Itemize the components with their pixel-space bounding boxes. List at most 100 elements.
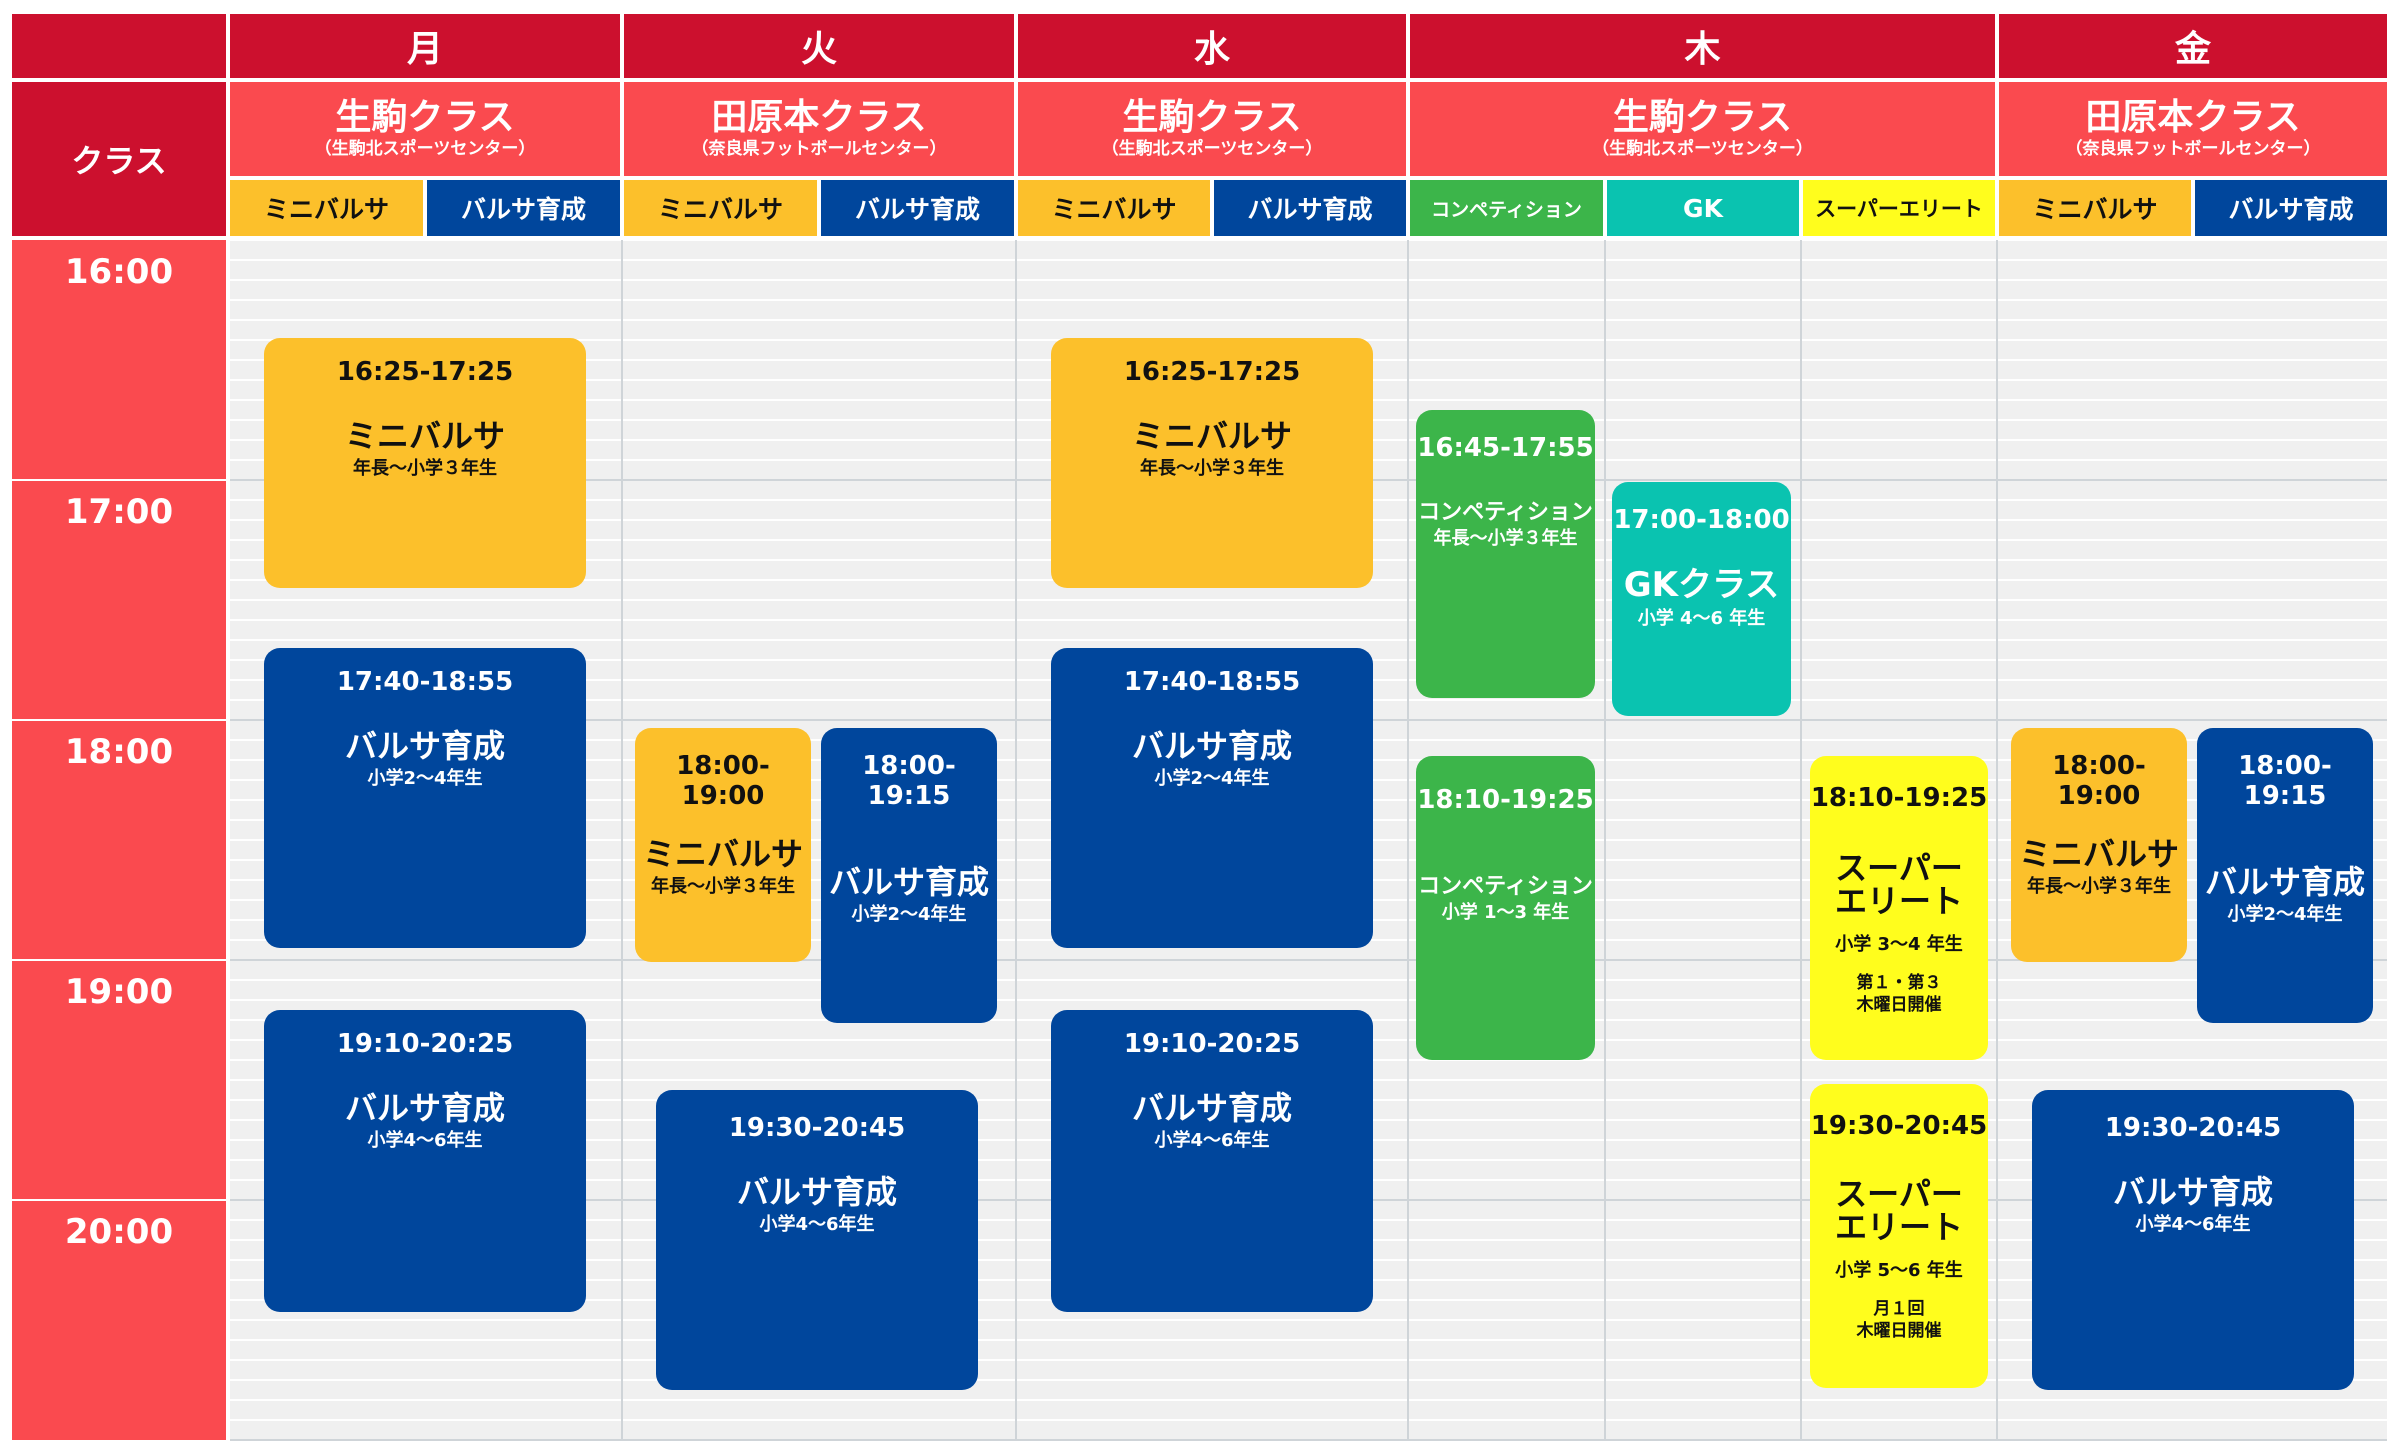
lesson-name: バルサ育成 <box>1131 1088 1292 1127</box>
class-venue: （奈良県フットボールセンター） <box>691 138 947 159</box>
lesson-time: 18:10-19:25 <box>1810 783 1988 813</box>
minor-gridline <box>230 259 2387 261</box>
minor-gridline <box>230 1359 2387 1361</box>
lesson-name: ミニバルサ <box>2018 834 2179 873</box>
class-header-tue: 田原本クラス （奈良県フットボールセンター） <box>624 82 1014 176</box>
lesson-name: バルサ育成 <box>344 726 505 765</box>
time-divider <box>12 959 226 961</box>
column-divider <box>1800 240 1802 1440</box>
lesson-block[interactable]: 18:00-19:00 ミニバルサ 年長〜小学３年生 <box>635 728 811 962</box>
time-divider <box>12 1199 226 1201</box>
lesson-name: ミニバルサ <box>642 834 803 873</box>
minor-gridline <box>230 1399 2387 1401</box>
lesson-grade: 小学2〜4年生 <box>2227 903 2343 925</box>
lesson-note-line1: 第１・第３ <box>1856 972 1942 993</box>
lesson-name: コンペティション <box>1418 499 1593 525</box>
subcol-tue-mini: ミニバルサ <box>624 180 817 236</box>
lesson-block[interactable]: 18:10-19:25 コンペティション 小学 1〜3 年生 <box>1416 756 1595 1060</box>
lesson-block[interactable]: 17:40-18:55 バルサ育成 小学2〜4年生 <box>1051 648 1373 948</box>
lesson-time: 18:10-19:25 <box>1417 785 1594 815</box>
lesson-time: 19:30-20:45 <box>2104 1113 2282 1143</box>
lesson-grade: 年長〜小学３年生 <box>1433 528 1578 550</box>
hour-gridline <box>230 959 2387 961</box>
lesson-block[interactable]: 16:25-17:25 ミニバルサ 年長〜小学３年生 <box>1051 338 1373 588</box>
lesson-time: 17:40-18:55 <box>336 667 514 697</box>
lesson-name-line2: エリート <box>1834 882 1963 921</box>
lesson-name: ミニバルサ <box>1131 416 1292 455</box>
lesson-block[interactable]: 18:00-19:15 バルサ育成 小学2〜4年生 <box>821 728 997 1023</box>
class-header-mon: 生駒クラス （生駒北スポーツセンター） <box>230 82 620 176</box>
lesson-block[interactable]: 16:45-17:55 コンペティション 年長〜小学３年生 <box>1416 410 1595 698</box>
lesson-block[interactable]: 19:30-20:45 バルサ育成 小学4〜6年生 <box>656 1090 978 1390</box>
lesson-name: バルサ育成 <box>1131 726 1292 765</box>
lesson-time: 19:10-20:25 <box>1123 1029 1301 1059</box>
lesson-block[interactable]: 19:10-20:25 バルサ育成 小学4〜6年生 <box>1051 1010 1373 1312</box>
minor-gridline <box>230 599 2387 601</box>
subcol-mon-ikusei: バルサ育成 <box>427 180 620 236</box>
day-header-tue: 火 <box>624 14 1014 78</box>
lesson-grade: 小学2〜4年生 <box>1154 767 1270 789</box>
lesson-grade: 小学4〜6年生 <box>367 1129 483 1151</box>
subcol-thu-gk: GK <box>1607 180 1799 236</box>
lesson-name-line1: スーパー <box>1835 848 1963 887</box>
time-label-1600: 16:00 <box>64 252 174 292</box>
lesson-block[interactable]: 17:40-18:55 バルサ育成 小学2〜4年生 <box>264 648 586 948</box>
minor-gridline <box>230 319 2387 321</box>
lesson-block[interactable]: 18:10-19:25 スーパー エリート 小学 3〜4 年生 第１・第３ 木曜… <box>1810 756 1988 1060</box>
class-venue: （生駒北スポーツセンター） <box>1592 138 1813 159</box>
lesson-block[interactable]: 19:10-20:25 バルサ育成 小学4〜6年生 <box>264 1010 586 1312</box>
lesson-grade: 小学 5〜6 年生 <box>1835 1260 1963 1282</box>
lesson-grade: 小学4〜6年生 <box>2135 1213 2251 1235</box>
lesson-note-line2: 木曜日開催 <box>1856 1320 1942 1341</box>
day-header-thu: 木 <box>1410 14 1995 78</box>
class-venue: （生駒北スポーツセンター） <box>314 138 536 159</box>
lesson-block[interactable]: 19:30-20:45 スーパー エリート 小学 5〜6 年生 月１回 木曜日開… <box>1810 1084 1988 1388</box>
lesson-name-line1: スーパー <box>1835 1174 1963 1213</box>
lesson-name: バルサ育成 <box>344 1088 505 1127</box>
class-name: 田原本クラス <box>711 97 927 139</box>
time-column <box>12 240 226 1440</box>
lesson-grade: 年長〜小学３年生 <box>2027 875 2171 897</box>
subcol-fri-ikusei: バルサ育成 <box>2195 180 2387 236</box>
lesson-block[interactable]: 18:00-19:00 ミニバルサ 年長〜小学３年生 <box>2011 728 2187 962</box>
time-label-1700: 17:00 <box>64 492 174 532</box>
lesson-time: 16:45-17:55 <box>1417 433 1594 463</box>
hour-gridline <box>230 1439 2387 1441</box>
lesson-block[interactable]: 19:30-20:45 バルサ育成 小学4〜6年生 <box>2032 1090 2354 1390</box>
lesson-name: ミニバルサ <box>344 416 505 455</box>
lesson-grade: 小学2〜4年生 <box>851 903 967 925</box>
minor-gridline <box>230 1339 2387 1341</box>
lesson-grade: 小学 3〜4 年生 <box>1835 934 1963 956</box>
subcol-wed-ikusei: バルサ育成 <box>1214 180 1406 236</box>
time-label-2000: 20:00 <box>64 1212 174 1252</box>
column-divider <box>1015 240 1017 1440</box>
lesson-time: 17:00-18:00 <box>1613 505 1790 535</box>
lesson-time: 19:30-20:45 <box>728 1113 906 1143</box>
lesson-grade: 小学4〜6年生 <box>1154 1129 1270 1151</box>
lesson-time: 17:40-18:55 <box>1123 667 1301 697</box>
lesson-name: バルサ育成 <box>2204 862 2365 901</box>
subcol-wed-mini: ミニバルサ <box>1018 180 1210 236</box>
minor-gridline <box>230 1319 2387 1321</box>
class-name: 田原本クラス <box>2085 97 2301 139</box>
day-header-wed: 水 <box>1018 14 1406 78</box>
lesson-time: 18:00-19:15 <box>2238 751 2332 811</box>
subcol-mon-mini: ミニバルサ <box>230 180 423 236</box>
lesson-time: 18:00-19:15 <box>862 751 956 811</box>
lesson-block[interactable]: 18:00-19:15 バルサ育成 小学2〜4年生 <box>2197 728 2373 1023</box>
lesson-note-line2: 木曜日開催 <box>1856 994 1942 1015</box>
lesson-name: バルサ育成 <box>2112 1172 2273 1211</box>
minor-gridline <box>230 979 2387 981</box>
lesson-name: GKクラス <box>1623 564 1780 605</box>
minor-gridline <box>230 239 2387 241</box>
column-divider <box>621 240 623 1440</box>
lesson-name-line2: エリート <box>1834 1208 1963 1247</box>
lesson-block[interactable]: 16:25-17:25 ミニバルサ 年長〜小学３年生 <box>264 338 586 588</box>
lesson-block[interactable]: 17:00-18:00 GKクラス 小学 4〜6 年生 <box>1612 482 1791 716</box>
corner-class-label: クラス <box>12 82 226 236</box>
day-header-fri: 金 <box>1999 14 2387 78</box>
lesson-grade: 小学 1〜3 年生 <box>1441 902 1570 924</box>
minor-gridline <box>230 1379 2387 1381</box>
time-divider <box>12 479 226 481</box>
time-label-1900: 19:00 <box>64 972 174 1012</box>
